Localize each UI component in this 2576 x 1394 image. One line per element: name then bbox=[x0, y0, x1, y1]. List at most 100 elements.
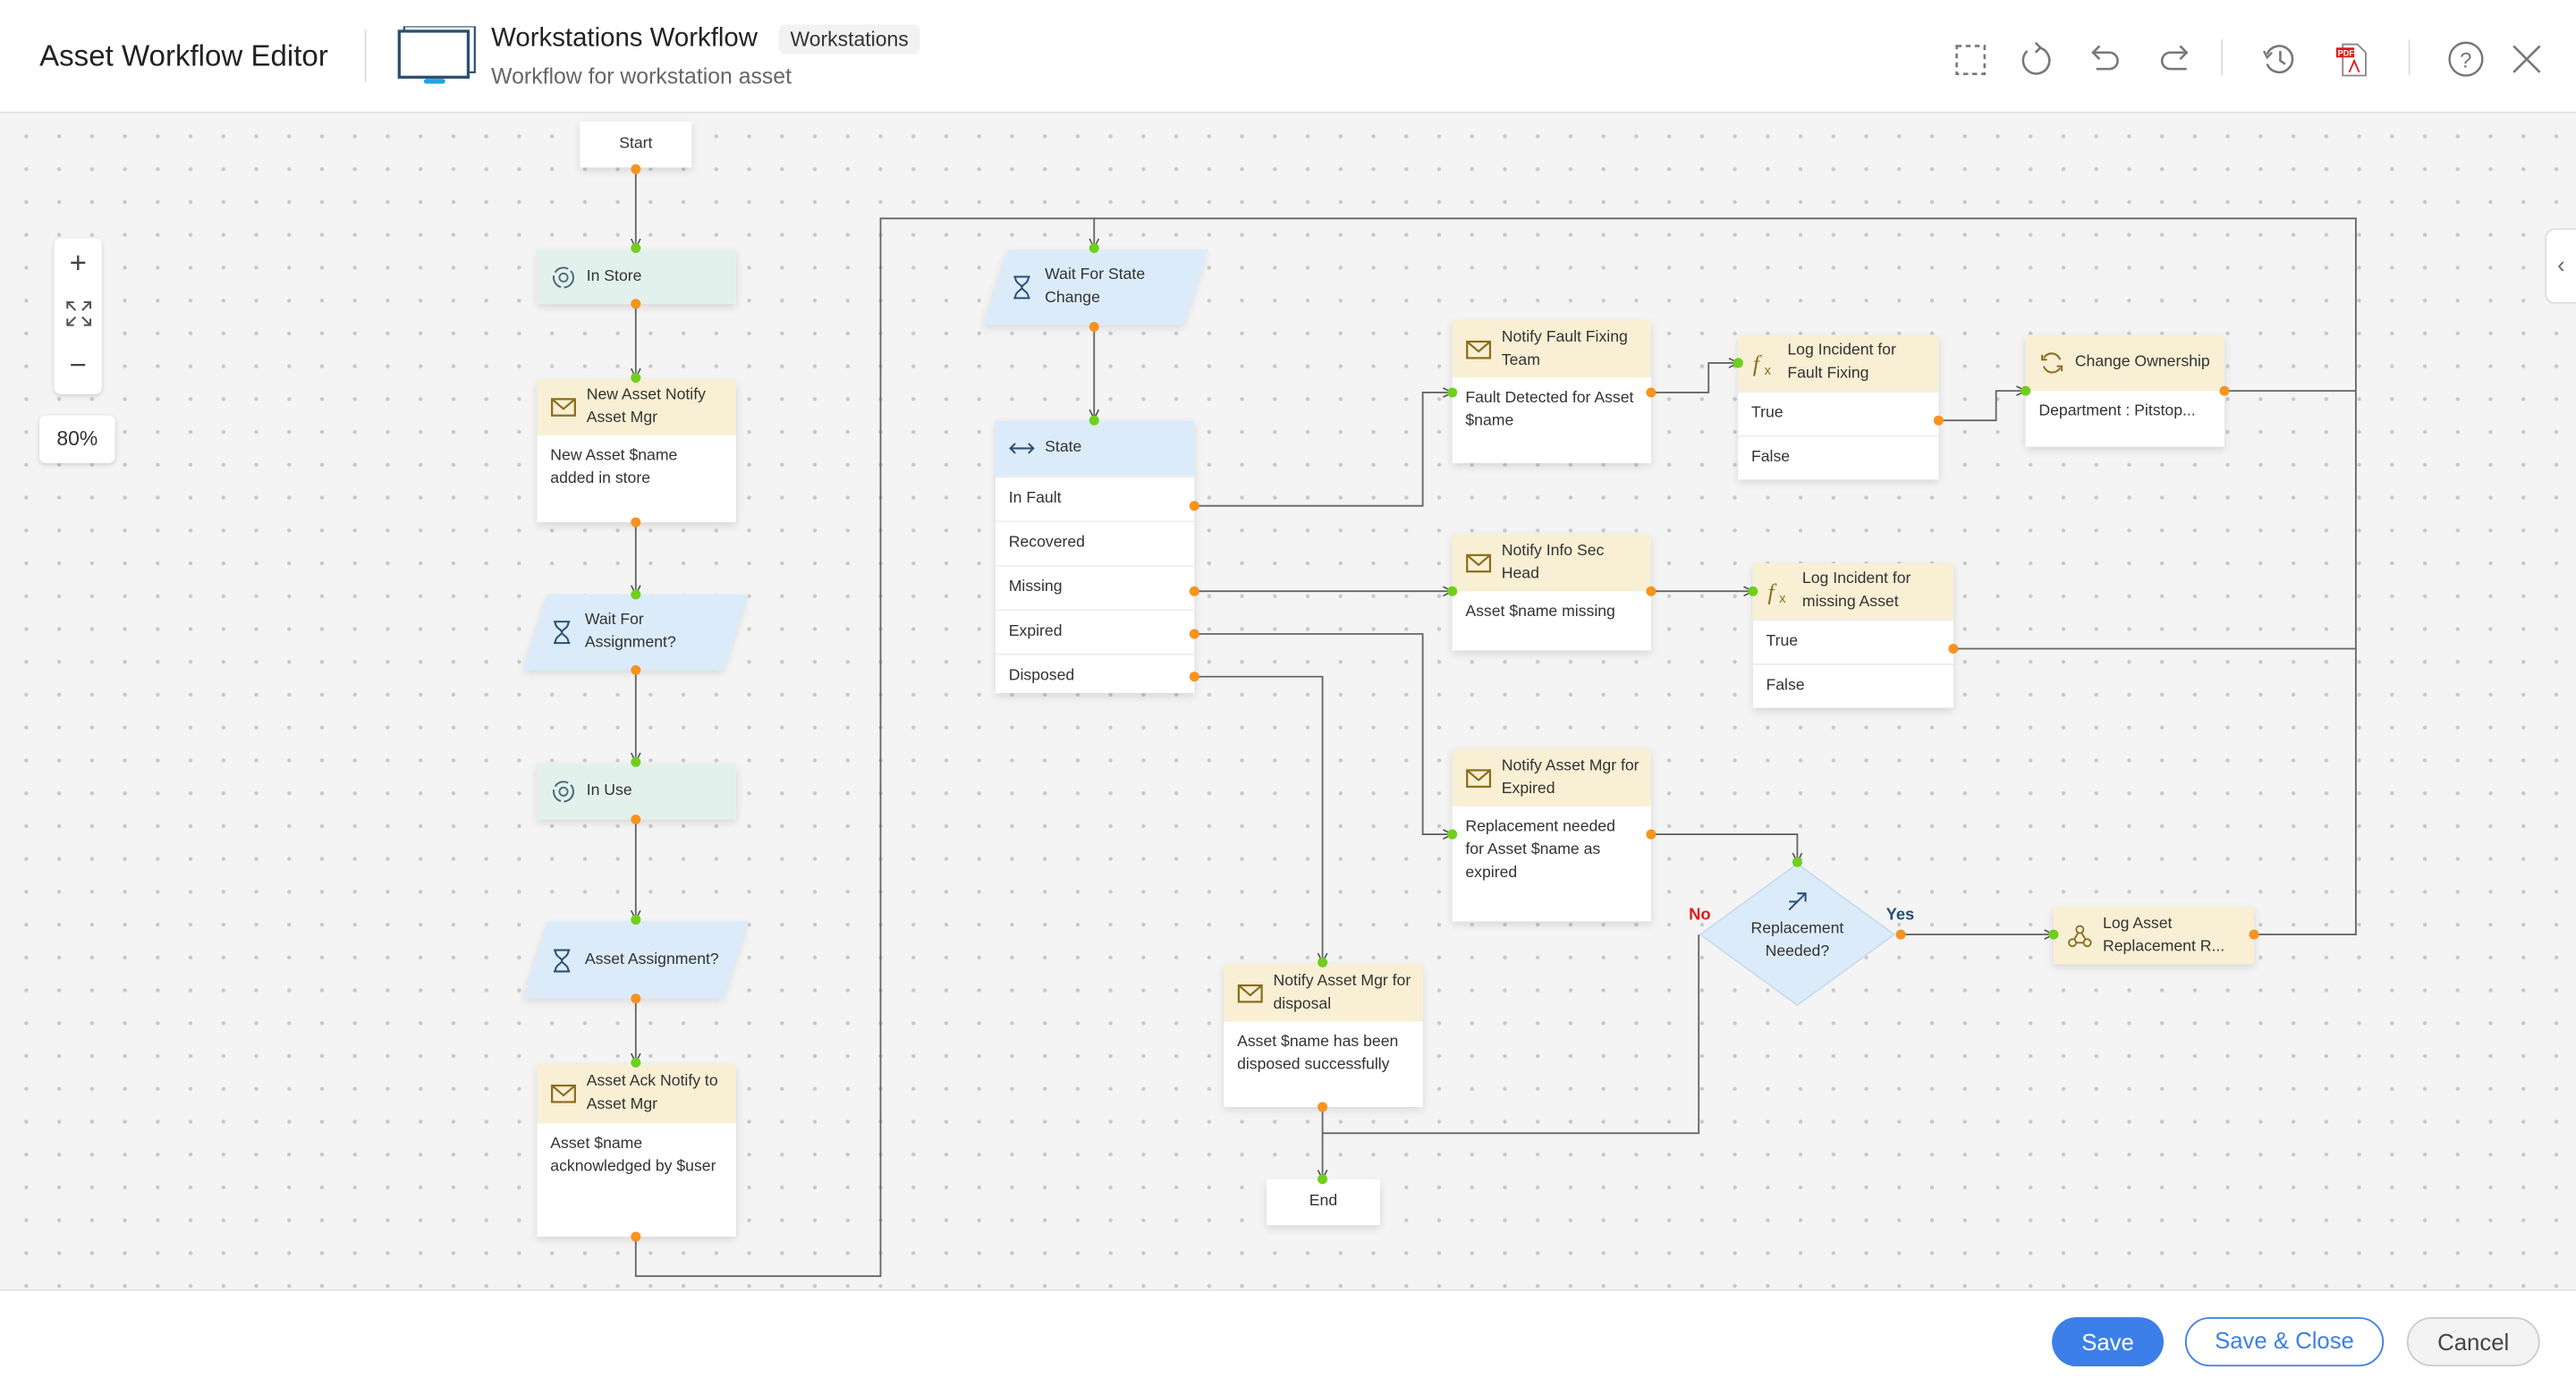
decision-title: Replacement Needed? bbox=[1750, 919, 1844, 961]
node-body: Asset $name acknowledged by $user bbox=[550, 1135, 716, 1177]
webhook-icon bbox=[2067, 922, 2093, 948]
node-header: New Asset Notify Asset Mgr bbox=[537, 379, 736, 435]
output-port[interactable] bbox=[631, 1231, 641, 1242]
wait-assign-node[interactable]: Wait For Assignment? bbox=[523, 594, 749, 671]
output-port[interactable] bbox=[1189, 672, 1199, 682]
wait-state-node[interactable]: Wait For State Change bbox=[983, 249, 1208, 325]
history-icon[interactable] bbox=[2259, 39, 2299, 79]
output-port[interactable] bbox=[2219, 385, 2230, 396]
redo-icon[interactable] bbox=[2156, 39, 2195, 79]
input-port[interactable] bbox=[1318, 1174, 1328, 1185]
close-icon[interactable] bbox=[2507, 39, 2546, 79]
output-port[interactable] bbox=[1189, 629, 1199, 639]
output-port[interactable] bbox=[631, 664, 641, 675]
node-body: Asset $name has been disposed successful… bbox=[1237, 1033, 1399, 1075]
output-port[interactable] bbox=[1933, 415, 1944, 426]
node-header: Asset Assignment? bbox=[536, 921, 736, 998]
zoom-controls: + − bbox=[54, 238, 102, 394]
zoom-level: 80% bbox=[39, 415, 115, 463]
log-replace-node[interactable]: Log Asset Replacement R... bbox=[2053, 906, 2255, 965]
email-icon bbox=[1237, 980, 1263, 1006]
input-port[interactable] bbox=[2048, 929, 2059, 940]
input-port[interactable] bbox=[631, 372, 641, 383]
input-port[interactable] bbox=[2021, 385, 2031, 396]
output-port[interactable] bbox=[1318, 1102, 1328, 1112]
in-use-node[interactable]: In Use bbox=[537, 764, 736, 820]
input-port[interactable] bbox=[631, 1057, 641, 1068]
output-port[interactable] bbox=[1089, 322, 1099, 333]
undo-icon[interactable] bbox=[2085, 39, 2124, 79]
input-port[interactable] bbox=[1447, 829, 1458, 840]
connector-line bbox=[1650, 833, 1797, 862]
output-port[interactable] bbox=[1895, 929, 1906, 940]
node-body: New Asset $name added in store bbox=[550, 446, 678, 488]
node-title: In Use bbox=[586, 781, 632, 800]
input-port[interactable] bbox=[631, 756, 641, 767]
input-port[interactable] bbox=[1748, 586, 1758, 596]
select-area-icon[interactable] bbox=[1952, 39, 1991, 79]
input-port[interactable] bbox=[1089, 415, 1099, 426]
end-node[interactable]: End bbox=[1267, 1179, 1380, 1226]
save-button[interactable]: Save bbox=[2052, 1317, 2164, 1367]
pdf-icon[interactable]: PDF bbox=[2333, 39, 2372, 79]
output-port[interactable] bbox=[631, 993, 641, 1004]
branch-false: False bbox=[1752, 663, 1953, 708]
input-port[interactable] bbox=[1733, 358, 1743, 368]
node-header: Wait For Assignment? bbox=[536, 595, 736, 670]
start-node[interactable]: Start bbox=[580, 121, 692, 168]
node-title: Wait For Assignment? bbox=[584, 611, 676, 653]
output-port[interactable] bbox=[631, 299, 641, 309]
output-port[interactable] bbox=[1948, 644, 1959, 655]
output-port[interactable] bbox=[2249, 929, 2259, 940]
branch-false: False bbox=[1738, 435, 1939, 480]
input-port[interactable] bbox=[631, 915, 641, 925]
input-port[interactable] bbox=[1447, 586, 1458, 596]
collapse-panel-button[interactable]: ‹ bbox=[2545, 228, 2576, 304]
app-title: Asset Workflow Editor bbox=[39, 39, 328, 72]
input-port[interactable] bbox=[1447, 387, 1458, 398]
branch-true: True bbox=[1738, 391, 1939, 435]
input-port[interactable] bbox=[1089, 242, 1099, 253]
output-port[interactable] bbox=[631, 164, 641, 174]
connector-line bbox=[1938, 391, 2025, 422]
fit-screen-icon[interactable] bbox=[55, 289, 102, 340]
input-port[interactable] bbox=[631, 589, 641, 600]
in-store-node[interactable]: In Store bbox=[537, 249, 736, 304]
input-port[interactable] bbox=[1792, 857, 1802, 867]
node-header: Wait For State Change bbox=[996, 249, 1196, 325]
output-port[interactable] bbox=[1646, 829, 1657, 840]
asset-assign-node[interactable]: Asset Assignment? bbox=[522, 921, 749, 999]
cancel-button[interactable]: Cancel bbox=[2406, 1317, 2540, 1367]
refresh-icon[interactable] bbox=[2016, 39, 2055, 79]
zoom-out-button[interactable]: − bbox=[69, 348, 87, 382]
node-title: Notify Info Sec Head bbox=[1501, 541, 1605, 583]
output-port[interactable] bbox=[1646, 387, 1657, 398]
save-close-button[interactable]: Save & Close bbox=[2184, 1317, 2385, 1367]
output-port[interactable] bbox=[631, 517, 641, 528]
node-body: Department : Pitstop... bbox=[2038, 402, 2196, 421]
zoom-in-button[interactable]: + bbox=[69, 246, 87, 280]
input-port[interactable] bbox=[631, 242, 641, 253]
email-icon bbox=[1465, 549, 1492, 575]
output-port[interactable] bbox=[631, 815, 641, 825]
help-icon[interactable]: ? bbox=[2446, 39, 2486, 79]
input-port[interactable] bbox=[1318, 957, 1328, 967]
output-port[interactable] bbox=[1189, 586, 1199, 596]
node-header: Log Asset Replacement R... bbox=[2053, 906, 2255, 965]
output-port[interactable] bbox=[1189, 501, 1199, 511]
output-port[interactable] bbox=[1646, 586, 1657, 596]
